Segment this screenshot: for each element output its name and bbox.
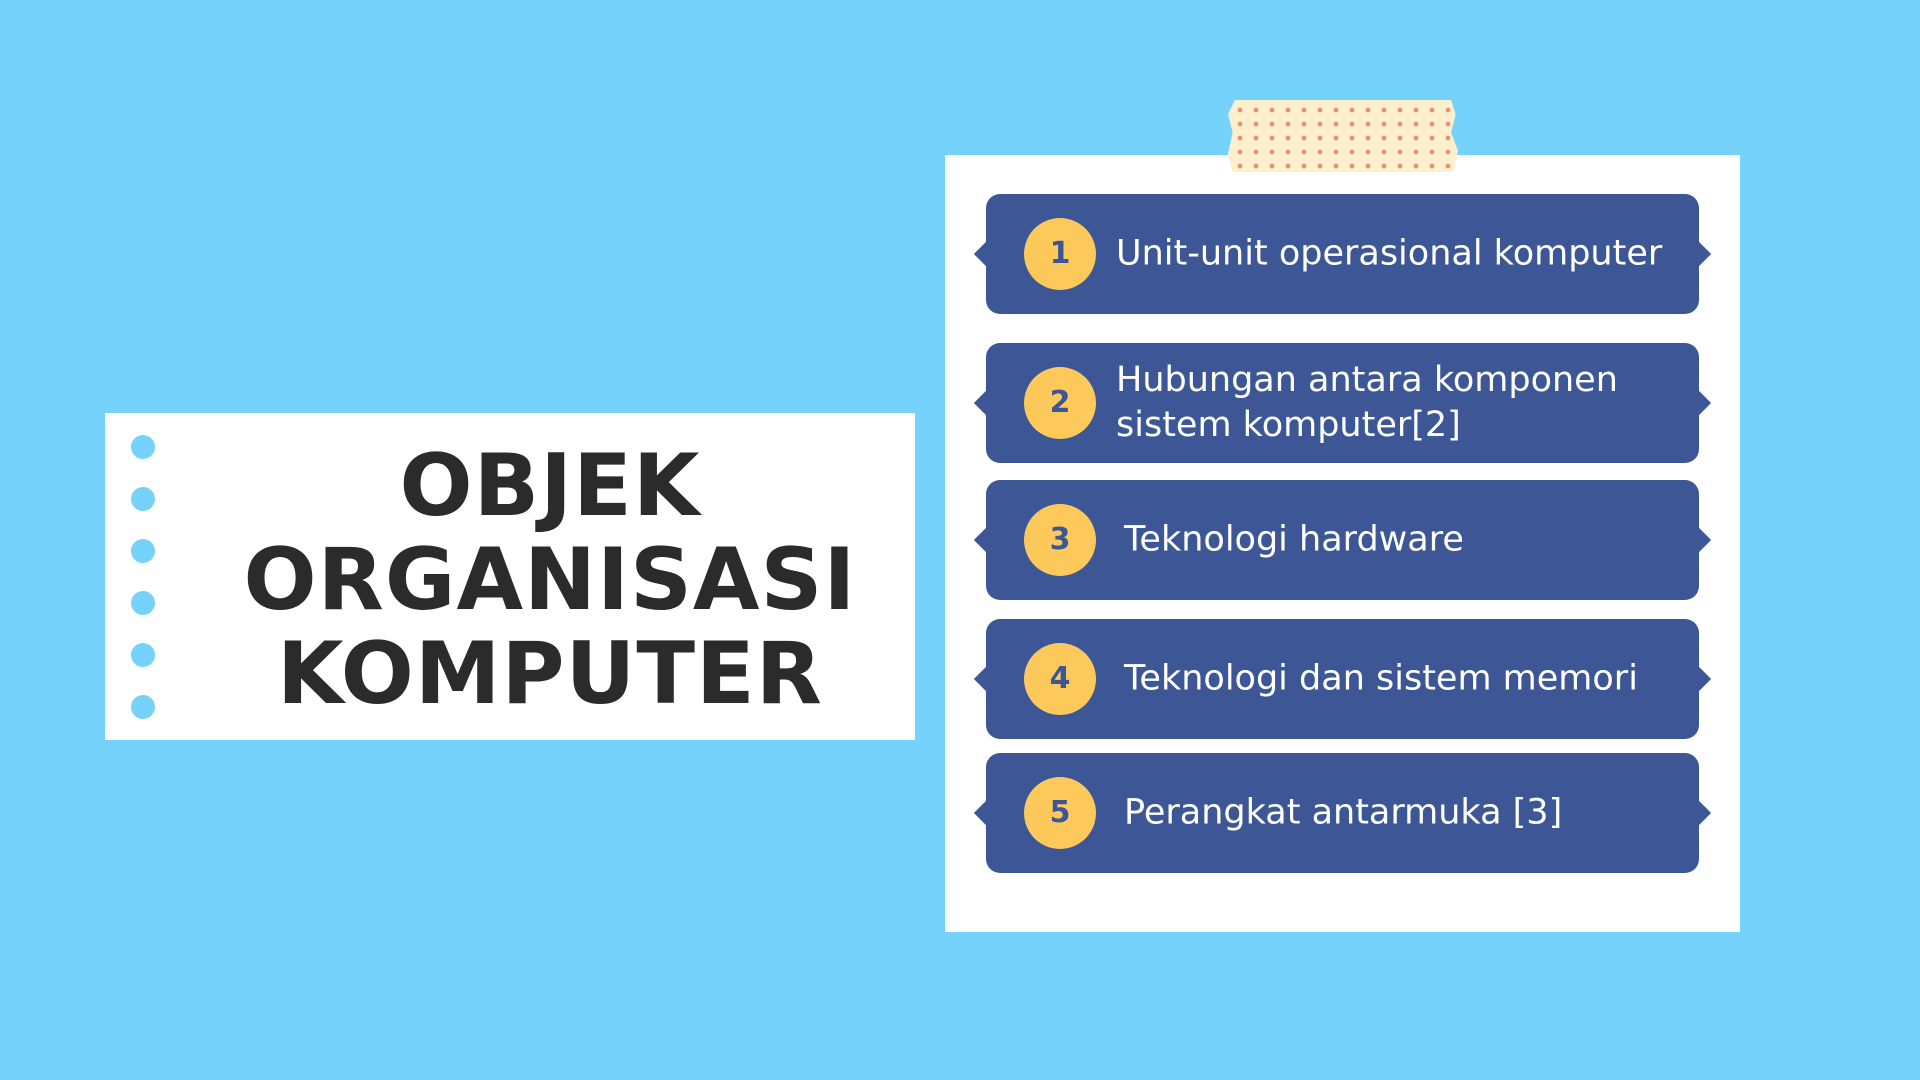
list-item-label: Unit-unit operasional komputer [1116,233,1663,274]
list-item: 2 Hubungan antara komponen sistem komput… [986,343,1699,463]
title-card: OBJEK ORGANISASI KOMPUTER [105,413,915,740]
list-item-label: Perangkat antarmuka [3] [1124,792,1563,833]
binder-hole [131,487,155,511]
number-badge: 3 [1024,504,1096,576]
binder-holes [131,435,157,725]
binder-hole [131,695,155,719]
binder-hole [131,643,155,667]
list-item: 3 Teknologi hardware [986,480,1699,600]
number-badge: 2 [1024,367,1096,439]
list-item-label: Hubungan antara komponen sistem komputer… [1116,360,1618,445]
title-line: ORGANISASI [243,530,857,630]
list-item-label: Teknologi dan sistem memori [1124,658,1638,699]
title-line: KOMPUTER [277,624,823,724]
washi-tape [1228,100,1458,172]
binder-hole [131,539,155,563]
number-badge: 5 [1024,777,1096,849]
binder-hole [131,435,155,459]
number-badge: 4 [1024,643,1096,715]
binder-hole [131,591,155,615]
title-line: OBJEK [399,436,701,536]
list-item: 5 Perangkat antarmuka [3] [986,753,1699,873]
page-title: OBJEK ORGANISASI KOMPUTER [185,439,915,721]
list-item-label: Teknologi hardware [1124,519,1464,560]
number-badge: 1 [1024,218,1096,290]
list-item: 4 Teknologi dan sistem memori [986,619,1699,739]
list-item: 1 Unit-unit operasional komputer [986,194,1699,314]
